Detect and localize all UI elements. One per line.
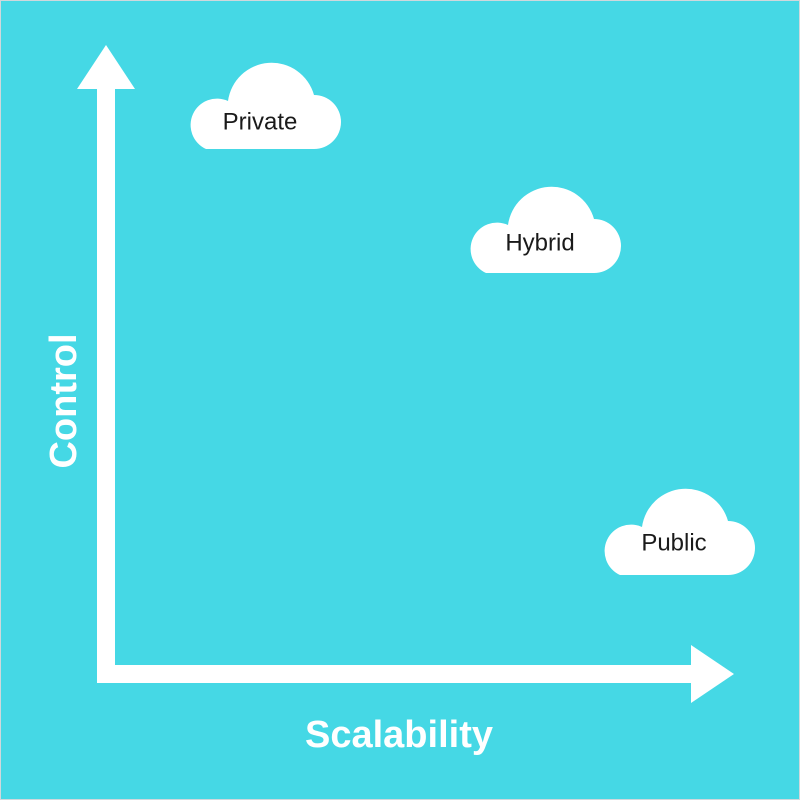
x-axis-line (97, 665, 695, 683)
cloud-icon (604, 488, 755, 575)
public-cloud: Public (604, 488, 755, 575)
hybrid-cloud: Hybrid (470, 186, 621, 273)
y-axis-label: Control (43, 333, 85, 468)
y-axis-arrowhead-icon (77, 45, 135, 89)
cloud-icon (470, 186, 621, 273)
public-cloud-label: Public (641, 529, 706, 556)
y-axis (77, 45, 135, 683)
x-axis-arrowhead-icon (691, 645, 734, 703)
x-axis (97, 645, 734, 703)
private-cloud: Private (190, 62, 341, 149)
cloud-icon (190, 62, 341, 149)
private-cloud-label: Private (223, 108, 298, 135)
hybrid-cloud-label: Hybrid (505, 229, 574, 256)
x-axis-label: Scalability (305, 714, 493, 756)
y-axis-line (97, 87, 115, 683)
